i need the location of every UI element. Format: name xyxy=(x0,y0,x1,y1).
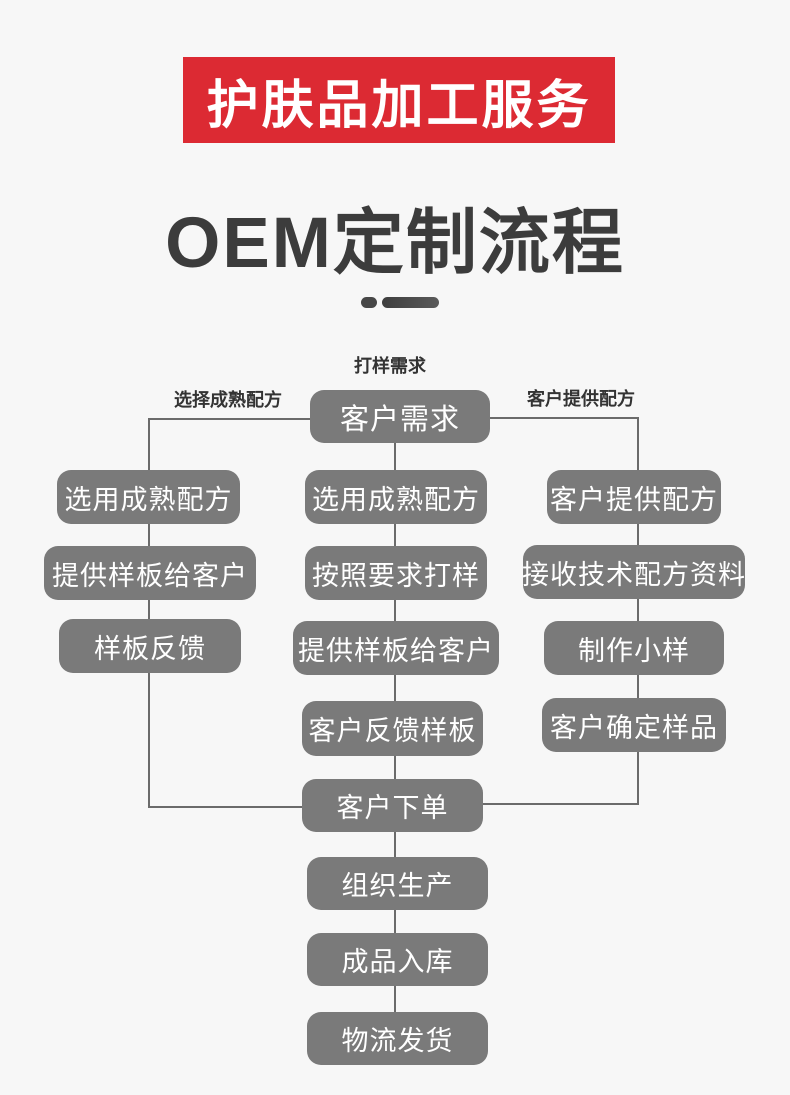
node-customer-feedback-sample: 客户反馈样板 xyxy=(302,701,483,756)
node-make-small-sample: 制作小样 xyxy=(544,621,724,675)
connector-left-bottom-horizontal xyxy=(148,806,303,808)
divider-dot xyxy=(361,297,377,308)
connector-right-top-horizontal xyxy=(490,417,639,419)
branch-label-choose-mature-formula: 选择成熟配方 xyxy=(174,390,282,410)
page-title: OEM定制流程 xyxy=(165,204,625,283)
connector-right-bottom-horizontal xyxy=(483,803,639,805)
node-sample-feedback: 样板反馈 xyxy=(59,619,241,673)
node-customer-demand: 客户需求 xyxy=(310,390,490,443)
divider-dash xyxy=(382,297,439,308)
node-customer-provides-formula: 客户提供配方 xyxy=(547,470,721,524)
branch-label-sampling-demand: 打样需求 xyxy=(354,356,426,376)
node-receive-technical-formula-data: 接收技术配方资料 xyxy=(522,545,745,599)
node-use-mature-formula-center: 选用成熟配方 xyxy=(305,470,487,524)
connector-left-vertical xyxy=(148,418,150,808)
connector-left-top-horizontal xyxy=(148,418,311,420)
node-provide-sample-to-customer-left: 提供样板给客户 xyxy=(44,546,256,600)
node-customer-order: 客户下单 xyxy=(302,779,483,832)
node-use-mature-formula-left: 选用成熟配方 xyxy=(57,470,240,524)
node-organize-production: 组织生产 xyxy=(307,857,488,910)
node-logistics-shipping: 物流发货 xyxy=(307,1012,488,1065)
connector-right-vertical xyxy=(637,417,639,805)
branch-label-customer-provides-formula: 客户提供配方 xyxy=(527,389,635,409)
node-customer-confirm-sample: 客户确定样品 xyxy=(542,698,726,752)
node-finished-goods-warehouse: 成品入库 xyxy=(307,933,488,986)
node-provide-sample-to-customer-center: 提供样板给客户 xyxy=(293,621,499,675)
banner-title: 护肤品加工服务 xyxy=(183,57,615,143)
node-sample-per-requirements: 按照要求打样 xyxy=(305,546,487,600)
